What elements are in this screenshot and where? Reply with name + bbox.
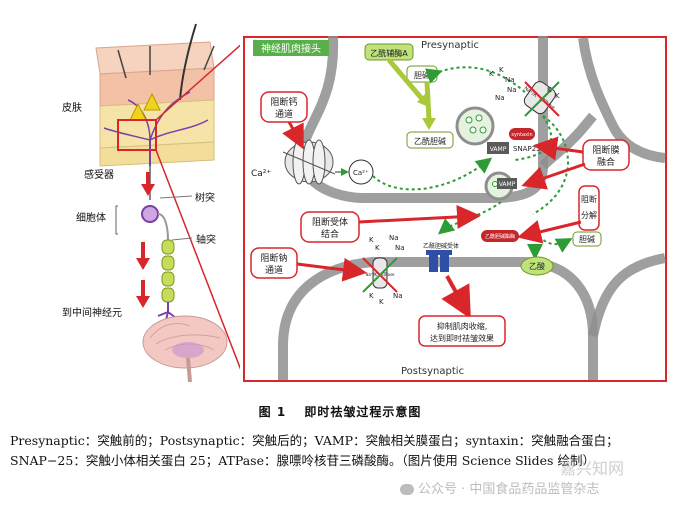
vamp-label-2: VAMP (499, 181, 516, 188)
presynaptic-label: Presynaptic (421, 40, 479, 51)
caption-line-1: Presynaptic：突触前的；Postsynaptic：突触后的；VAMP：… (10, 433, 619, 448)
cell-body (141, 205, 159, 223)
postsynaptic-label: Postsynaptic (401, 366, 464, 377)
effect-l1: 抑制肌肉收缩, (437, 321, 488, 331)
acetyl-coa-label: 乙酰辅酶A (370, 48, 408, 58)
choline-result-label: 胆碱 (579, 235, 595, 244)
acetic-acid-badge (520, 256, 554, 276)
header-label: 神经肌肉接头 (261, 42, 321, 55)
label-receptor: 感受器 (84, 170, 114, 181)
vamp-label: VAMP (490, 146, 507, 153)
ca-ion (348, 159, 374, 185)
choline-label: 胆碱 (414, 71, 430, 80)
ion-k-7: K (369, 292, 374, 300)
block-membrane-fusion-box (582, 139, 630, 171)
block-sodium-l1: 阻断钠 (260, 252, 287, 264)
ca-inside: Ca²⁺ (353, 169, 369, 177)
acetylcholine-box (406, 131, 454, 149)
ion-na-1: Na (505, 76, 515, 84)
ion-k-2: K (499, 66, 504, 74)
ion-k-4: K (555, 92, 560, 100)
ion-k-1: K (489, 70, 494, 78)
acetic-acid-label: 乙酸 (529, 261, 545, 271)
figure-title: 图 1 即时祛皱过程示意图 (258, 405, 422, 419)
block-calcium-l2: 通道 (275, 108, 293, 120)
block-sodium-l2: 通道 (265, 264, 283, 276)
ache-box (481, 230, 519, 242)
vamp-box-2 (497, 178, 517, 189)
ion-na-5: Na (395, 244, 405, 252)
label-cell-body: 细胞体 (76, 213, 106, 224)
brain (142, 315, 228, 383)
ion-k-3: K (547, 86, 552, 94)
label-to-interneuron: 到中间神经元 (62, 308, 122, 319)
effect-box (418, 315, 506, 347)
ion-k-6: K (375, 244, 380, 252)
calcium-channel (284, 139, 334, 185)
ache-label: 乙酰胆碱酯酶 (485, 233, 515, 240)
block-receptor-binding-l1: 阻断受体 (312, 216, 348, 228)
block-breakdown-l1: 阻断 (581, 194, 597, 204)
watermark-site: 嘉兴知网 (560, 459, 625, 478)
label-skin: 皮肤 (62, 103, 82, 114)
neuromuscular-junction-diagram: 神经肌肉接头 Presynaptic Postsynaptic 乙酰辅酶A 胆碱… (243, 36, 667, 382)
block-calcium-l1: 阻断钙 (270, 96, 297, 108)
sensory-pathway-illustration (95, 23, 240, 383)
wechat-icon (400, 484, 414, 495)
label-dendrite: 树突 (195, 193, 215, 204)
vamp-box (487, 142, 509, 154)
block-sodium-box (250, 247, 298, 279)
ion-k-5: K (369, 236, 374, 244)
block-receptor-binding-l2: 结合 (321, 228, 339, 240)
watermark-source-text: 公众号 · 中国食品药品监管杂志 (418, 482, 600, 497)
ion-na-2: Na (507, 86, 517, 94)
snap25-label: SNAP25 (513, 145, 541, 153)
block-receptor-binding-box (300, 211, 360, 243)
ca-outside: Ca²⁺ (251, 169, 271, 179)
ion-na-4: Na (389, 234, 399, 242)
caption-line-2: SNAP−25：突触小体相关蛋白 25；ATPase：腺嘌呤核苷三磷酸酶。（图片… (10, 453, 595, 468)
label-axon: 轴突 (196, 235, 216, 246)
synaptic-vesicles (455, 106, 514, 201)
block-membrane-fusion-l2: 融合 (597, 156, 615, 168)
achr-label: 乙酰胆碱受体 (423, 242, 459, 250)
watermark-source: 公众号 · 中国食品药品监管杂志 (400, 478, 599, 497)
choline-result-box (572, 231, 602, 247)
myelin-axon (161, 239, 175, 303)
effect-l2: 达到即时祛皱效果 (430, 333, 494, 343)
block-breakdown-l2: 分解 (581, 210, 597, 220)
block-breakdown-box (578, 185, 600, 231)
syntaxin-label: syntaxin (511, 132, 532, 138)
block-calcium-box (260, 91, 308, 123)
ion-na-3: Na (495, 94, 505, 102)
syntaxin-box (509, 128, 535, 140)
ion-na-6: Na (393, 292, 403, 300)
block-membrane-fusion-l1: 阻断膜 (592, 144, 619, 156)
acetylcholine-label: 乙酰胆碱 (414, 136, 446, 146)
zoom-box (117, 119, 157, 151)
ach-receptor (426, 250, 452, 272)
ion-k-8: K (379, 298, 384, 306)
header-box (253, 40, 329, 56)
